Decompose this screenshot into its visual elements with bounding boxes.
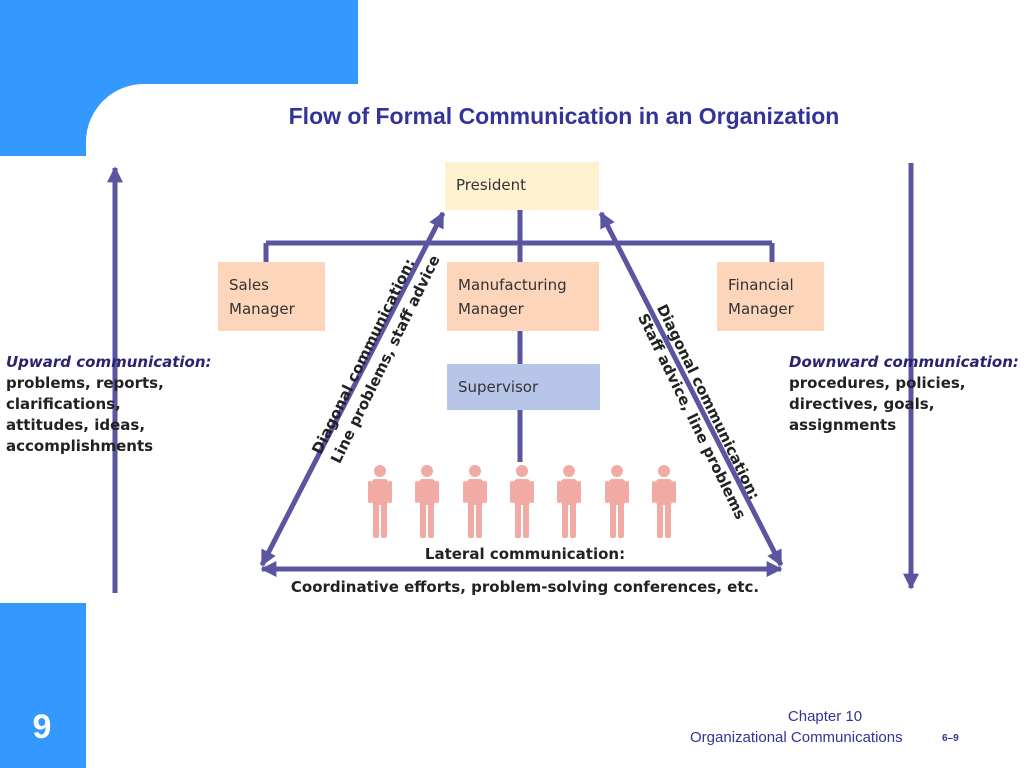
diagonal-left-arrow <box>259 211 446 567</box>
president-box: President <box>445 162 599 210</box>
downward-line: procedures, policies, <box>789 374 966 392</box>
person-icon <box>557 464 582 538</box>
upward-line: problems, reports, <box>6 374 164 392</box>
person-icon <box>509 464 534 538</box>
slide-title: Flow of Formal Communication in an Organ… <box>288 103 840 129</box>
diagonal-right-arrow <box>598 211 784 567</box>
page-number: 9 <box>32 708 52 746</box>
upward-communication-text: Upward communication: problems, reports,… <box>6 352 222 457</box>
downward-line: directives, goals, <box>789 395 935 413</box>
person-icon <box>604 464 629 538</box>
person-icon <box>415 464 440 538</box>
footer-chapter: Chapter 10 <box>787 708 863 725</box>
fin-manager-line2: Manager <box>728 300 794 318</box>
supervisor-label: Supervisor <box>458 378 539 396</box>
sales-manager-line1: Sales <box>229 276 269 294</box>
president-label: President <box>456 176 526 194</box>
footer-accent-block <box>0 603 86 768</box>
financial-manager-box: Financial Manager <box>717 262 824 331</box>
upward-heading: Upward communication: <box>6 353 212 371</box>
footer-code: 6–9 <box>942 733 959 744</box>
downward-heading: Downward communication: <box>789 353 1019 371</box>
person-icon <box>462 464 487 538</box>
mfg-manager-line2: Manager <box>458 300 524 318</box>
upward-line: clarifications, <box>6 395 121 413</box>
lateral-description: Coordinative efforts, problem-solving co… <box>290 578 760 596</box>
person-icon <box>368 464 392 538</box>
person-icon <box>651 464 676 538</box>
upward-line: accomplishments <box>6 437 154 455</box>
manufacturing-manager-box: Manufacturing Manager <box>447 262 599 331</box>
supervisor-box: Supervisor <box>447 364 600 410</box>
upward-line: attitudes, ideas, <box>6 416 146 434</box>
sales-manager-box: Sales Manager <box>218 262 325 331</box>
downward-line: assignments <box>789 416 897 434</box>
lateral-title: Lateral communication: <box>424 545 626 563</box>
footer-subtitle: Organizational Communications <box>690 729 903 746</box>
mfg-manager-line1: Manufacturing <box>458 276 567 294</box>
fin-manager-line1: Financial <box>728 276 794 294</box>
sales-manager-line2: Manager <box>229 300 295 318</box>
downward-communication-text: Downward communication: procedures, poli… <box>789 352 1024 436</box>
